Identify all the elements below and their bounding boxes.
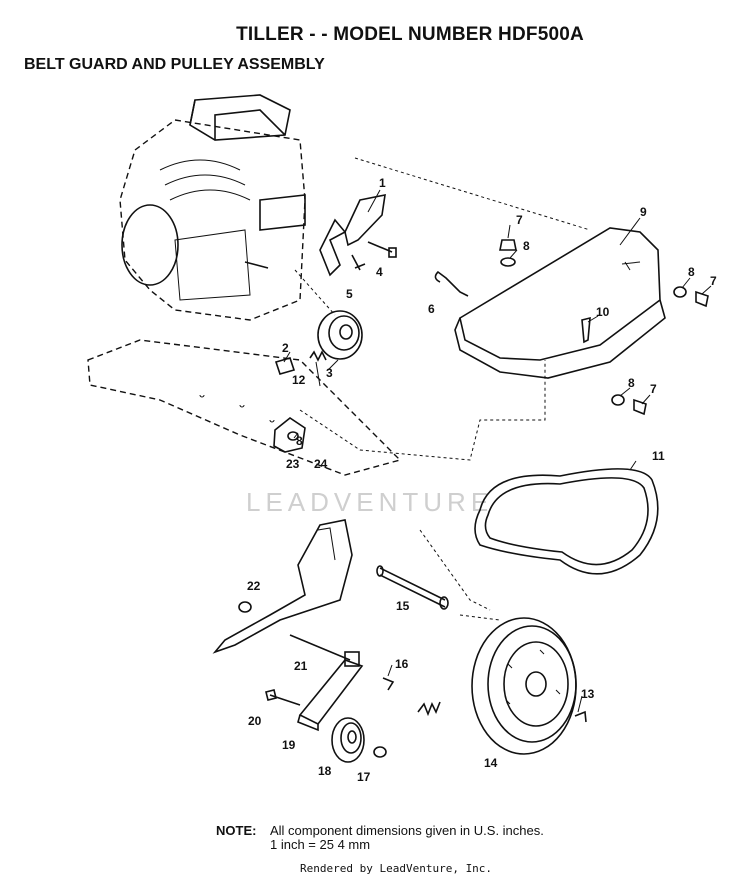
- spring-part: [417, 701, 441, 717]
- screw-part-5: [351, 254, 366, 271]
- callout-7: 7: [710, 274, 717, 288]
- callout-12: 12: [292, 373, 306, 387]
- callout-7: 7: [516, 213, 523, 227]
- pulley-part-18: [331, 717, 365, 763]
- callout-15: 15: [396, 599, 410, 613]
- callout-21: 21: [294, 659, 308, 673]
- callout-11: 11: [652, 449, 665, 463]
- alignment-lines: [294, 157, 591, 621]
- callout-3: 3: [326, 366, 333, 380]
- callout-18: 18: [318, 764, 332, 778]
- callout-6: 6: [428, 302, 435, 316]
- watermark-text: LEADVENTURE: [246, 487, 494, 517]
- belt-guard-part-9: [454, 227, 666, 379]
- callout-1: 1: [379, 176, 386, 190]
- callout-24: 24: [314, 457, 328, 471]
- note-line-1: All component dimensions given in U.S. i…: [270, 823, 544, 838]
- leader-lines: [283, 189, 712, 713]
- washer-part-8: [287, 257, 687, 441]
- washer-part-22: [238, 601, 252, 613]
- note-block: NOTE: All component dimensions given in U…: [216, 824, 544, 852]
- engine: [119, 94, 306, 321]
- callout-20: 20: [248, 714, 262, 728]
- callout-8: 8: [688, 265, 695, 279]
- bolt-part-20: [265, 689, 301, 706]
- screw-part-10: [581, 316, 591, 344]
- idler-bracket: [212, 519, 353, 654]
- callout-16: 16: [395, 657, 409, 671]
- bolt-part-4: [367, 241, 397, 258]
- page-title: TILLER - - MODEL NUMBER HDF500A: [236, 24, 584, 45]
- large-pulley-part-14: [471, 617, 577, 755]
- callout-10: 10: [596, 305, 610, 319]
- callout-19: 19: [282, 738, 296, 752]
- callout-13: 13: [581, 687, 595, 701]
- bolt-part-21: [289, 634, 360, 667]
- nut-part-17: [373, 746, 387, 758]
- bracket-plate-part-23: [273, 417, 306, 453]
- page-subtitle: BELT GUARD AND PULLEY ASSEMBLY: [24, 56, 325, 73]
- shaft-part-15: [376, 565, 449, 610]
- callout-9: 9: [640, 205, 647, 219]
- callout-7: 7: [650, 382, 657, 396]
- idler-arm-part-19: [297, 659, 364, 732]
- footer-credit: Rendered by LeadVenture, Inc.: [300, 862, 493, 875]
- clip-part-13: [574, 710, 587, 723]
- callout-8: 8: [296, 434, 303, 448]
- clip-part-16: [382, 677, 395, 691]
- pulley-part-3: [317, 310, 363, 360]
- note-label: NOTE:: [216, 823, 257, 838]
- callout-23: 23: [286, 457, 300, 471]
- callout-8: 8: [628, 376, 635, 390]
- callout-8: 8: [523, 239, 530, 253]
- pin-part-6: [434, 270, 469, 297]
- frame-deck: [87, 339, 402, 476]
- callout-22: 22: [247, 579, 261, 593]
- callout-5: 5: [346, 287, 353, 301]
- note-line-2: 1 inch = 25 4 mm: [270, 837, 371, 852]
- callout-4: 4: [376, 265, 383, 279]
- v-belt-part-11: [474, 468, 659, 575]
- nut-part-7: [499, 239, 709, 416]
- callout-14: 14: [484, 756, 498, 770]
- callout-2: 2: [282, 341, 289, 355]
- callout-17: 17: [357, 770, 371, 784]
- spring-part-12: [309, 350, 327, 362]
- bracket-part-1: [319, 193, 386, 277]
- callout-labels: 1 2 3 4 5 6 7 7 7 7 8 8 8 8 8 9 10 11 12…: [247, 176, 717, 784]
